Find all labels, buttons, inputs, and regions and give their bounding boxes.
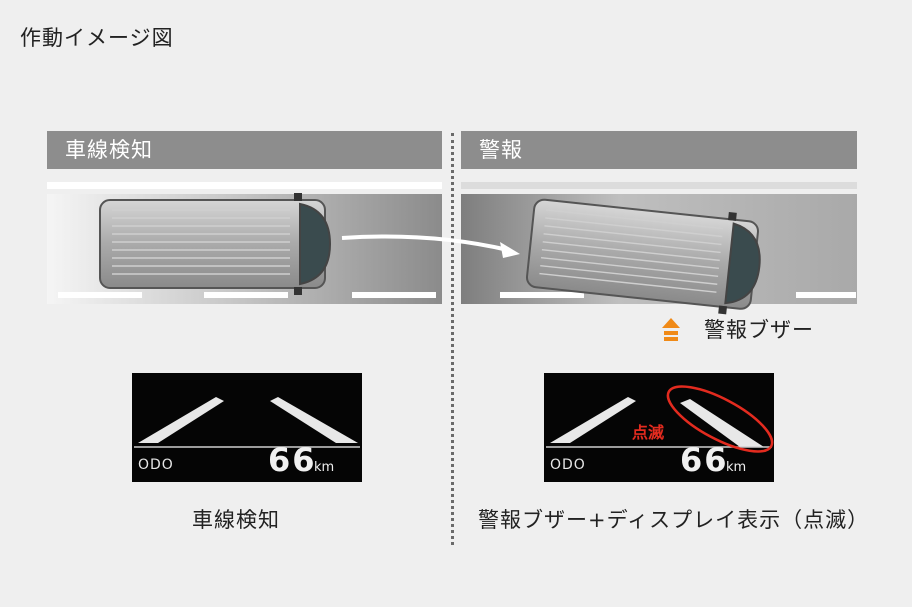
lane-marker-right-icon: [680, 399, 764, 447]
buzzer-label: 警報ブザー: [704, 318, 814, 342]
lane-graphic-right: [546, 385, 774, 453]
odometer-unit: km: [726, 460, 747, 475]
dashboard-display-right: 点滅 ODO 66 km: [544, 373, 774, 482]
lane-detection-caption: 車線検知: [192, 508, 280, 532]
lane-dash: [500, 292, 584, 298]
odometer-value: 66: [268, 441, 317, 479]
lane-graphic-left: [134, 397, 360, 448]
buzzer-indicator: 警報ブザー: [658, 314, 814, 344]
panel-divider: [451, 133, 454, 545]
blink-label: 点滅: [632, 423, 665, 442]
lane-line-top-left: [47, 182, 442, 189]
lane-line-top-right: [461, 182, 857, 189]
lane-detection-header: 車線検知: [47, 131, 442, 169]
odometer-unit: km: [314, 460, 335, 475]
odometer-value: 66: [680, 441, 729, 479]
lane-dash: [204, 292, 288, 298]
highlight-ellipse: [666, 385, 774, 453]
van-left: [99, 193, 332, 295]
lane-dash: [796, 292, 856, 298]
lane-marker-left-icon: [138, 397, 224, 443]
dashboard-display-left: ODO 66 km: [132, 373, 362, 482]
lane-marker-left-icon: [550, 397, 636, 443]
lane-dash: [58, 292, 142, 298]
page-title: 作動イメージ図: [20, 26, 174, 50]
lane-dash: [352, 292, 436, 298]
warning-header: 警報: [461, 131, 857, 169]
lane-marker-right-icon: [270, 397, 358, 443]
odo-label: ODO: [138, 457, 174, 473]
warning-caption: 警報ブザー+ディスプレイ表示（点滅）: [478, 508, 870, 532]
odo-label: ODO: [550, 457, 586, 473]
van-right: [525, 198, 761, 315]
lane-departure-arrow: [341, 234, 520, 258]
buzzer-icon: [662, 318, 680, 341]
